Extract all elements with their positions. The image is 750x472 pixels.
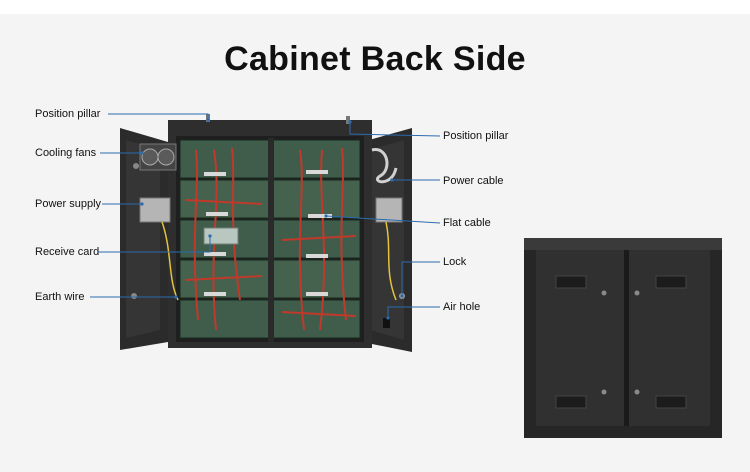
right-door-panel <box>370 140 404 340</box>
position-pillar-right <box>346 116 350 124</box>
cooling-fans <box>139 143 177 171</box>
closed-cabinet <box>524 238 722 438</box>
door-screw-bottom <box>131 293 137 299</box>
leader-lines <box>90 113 441 318</box>
label-flat-cable: Flat cable <box>443 217 491 229</box>
door-screw-top <box>133 163 139 169</box>
power-cables <box>185 147 357 331</box>
label-position-pillar-left: Position pillar <box>35 108 101 120</box>
page-title: Cabinet Back Side <box>224 40 526 78</box>
receive-card <box>203 227 239 245</box>
label-earth-wire: Earth wire <box>35 291 85 303</box>
label-lock: Lock <box>443 256 467 268</box>
earth-wires <box>161 221 397 301</box>
label-position-pillar-right: Position pillar <box>443 130 509 142</box>
label-receive-card: Receive card <box>35 246 100 258</box>
leader-endpoints <box>140 118 404 320</box>
top-band <box>0 0 750 14</box>
label-cooling-fans: Cooling fans <box>35 147 97 159</box>
flat-cables <box>204 170 332 296</box>
label-air-hole: Air hole <box>443 301 481 313</box>
left-door-panel <box>126 140 160 338</box>
power-supply-right <box>375 197 403 223</box>
label-power-cable: Power cable <box>443 175 504 187</box>
power-cable-coil <box>371 148 398 184</box>
air-hole <box>383 318 390 328</box>
power-supply-left <box>139 197 171 223</box>
label-power-supply: Power supply <box>35 198 102 210</box>
center-divider <box>268 138 274 342</box>
